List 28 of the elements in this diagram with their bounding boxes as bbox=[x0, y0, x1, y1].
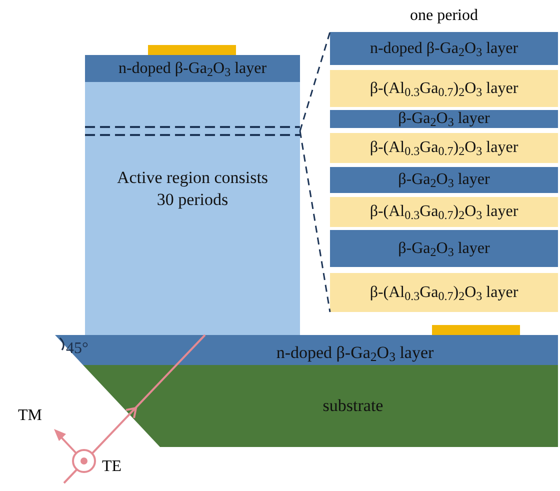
layer-band bbox=[85, 82, 300, 335]
layer-label: β-(Al$_{0.3}$Ga$_{0.7}$)$_{2}$O$_{3}$ layer bbox=[370, 202, 518, 222]
layer-label: Active region consists 30 periods bbox=[116, 167, 270, 210]
zoom-line bbox=[299, 32, 331, 132]
layer-label: β-Ga$_{2}$O$_{3}$ layer bbox=[398, 238, 490, 258]
layer-band bbox=[330, 110, 558, 128]
layer-label: β-Ga$_{2}$O$_{3}$ layer bbox=[398, 170, 490, 190]
annotation-label: TM bbox=[18, 406, 42, 426]
layer-band bbox=[330, 167, 558, 193]
stack-heading: one period bbox=[409, 6, 479, 26]
layer-label: substrate bbox=[322, 395, 384, 417]
annotation-label: 45° bbox=[66, 339, 88, 359]
layer-label: n-doped β-Ga$_{2}$O$_{3}$ layer bbox=[275, 342, 435, 366]
layer-band bbox=[330, 70, 558, 107]
layer-label: n-doped β-Ga$_{2}$O$_{3}$ layer bbox=[370, 38, 518, 58]
layer-label: β-(Al$_{0.3}$Ga$_{0.7}$)$_{2}$O$_{3}$ layer bbox=[370, 138, 518, 158]
layer-band bbox=[330, 273, 558, 312]
layer-label: β-(Al$_{0.3}$Ga$_{0.7}$)$_{2}$O$_{3}$ layer bbox=[370, 282, 518, 302]
layer-band bbox=[330, 133, 558, 163]
zoom-line bbox=[299, 130, 331, 312]
annotation-label: TE bbox=[102, 457, 122, 477]
layer-label: n-doped β-Ga$_{2}$O$_{3}$ layer bbox=[118, 58, 267, 78]
layer-band bbox=[330, 32, 558, 65]
layer-label: β-Ga$_{2}$O$_{3}$ layer bbox=[398, 109, 490, 129]
layer-band bbox=[330, 230, 558, 267]
layer-band bbox=[85, 55, 300, 82]
layer-band bbox=[330, 197, 558, 227]
layer-label: β-(Al$_{0.3}$Ga$_{0.7}$)$_{2}$O$_{3}$ layer bbox=[370, 78, 518, 98]
